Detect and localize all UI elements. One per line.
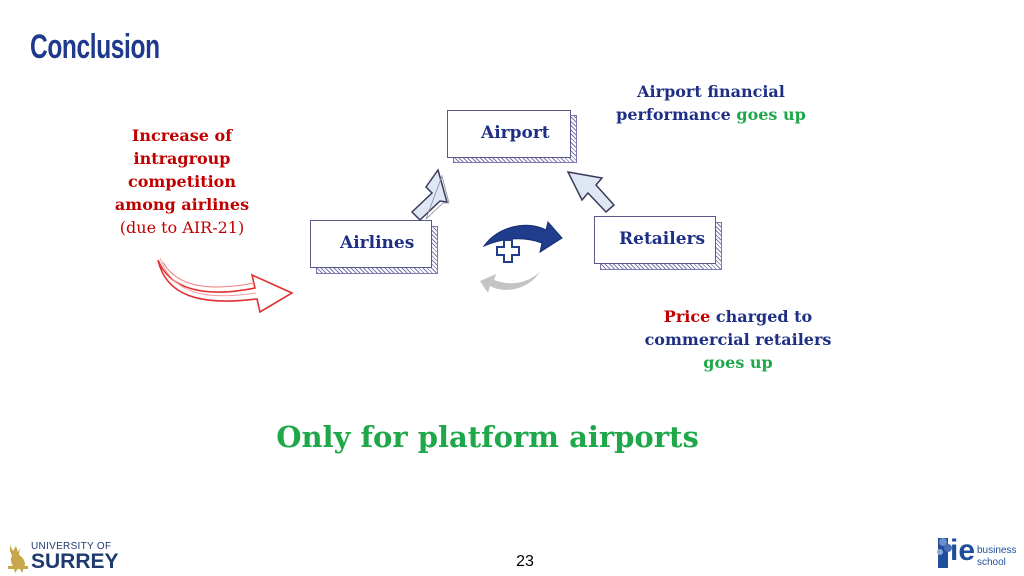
arrow-retailers-to-airport-icon [566, 171, 616, 214]
surrey-logo: UNIVERSITY OF SURREY [31, 541, 119, 572]
ie-logo-mark: ie [950, 534, 976, 567]
retailers-box: Retailers [594, 216, 716, 264]
airlines-box-label: Airlines [340, 233, 415, 253]
top-note-line2: performance goes up [596, 103, 826, 126]
bottom-note-line2: commercial retailers [644, 330, 832, 349]
surrey-stag-icon [8, 545, 28, 573]
arrow-airlines-to-airport-icon [410, 168, 450, 222]
bottom-note-price: Price [663, 307, 711, 326]
bottom-note-line3: goes up [703, 353, 773, 372]
airport-box-label: Airport [481, 123, 550, 143]
left-note-line: intragroup [133, 149, 231, 168]
retail-price-note: Price charged to commercial retailers go… [620, 305, 856, 374]
airport-performance-note: Airport financial performance goes up [596, 80, 826, 126]
conclusion-statement: Only for platform airports [276, 420, 699, 454]
ie-logo-line2: school [977, 557, 1006, 568]
left-note-line: among airlines [114, 195, 250, 214]
top-note-highlight: goes up [736, 105, 806, 124]
airport-box: Airport [447, 110, 571, 158]
page-title: Conclusion [30, 28, 160, 66]
left-note: Increase of intragroup competition among… [100, 124, 264, 239]
airlines-box: Airlines [310, 220, 432, 268]
bottom-note-rest: charged to [715, 307, 813, 326]
surrey-logo-line1: UNIVERSITY OF [31, 541, 112, 552]
page-number: 23 [516, 553, 534, 570]
ie-logo-line1: business [977, 545, 1017, 556]
left-note-line: Increase of [131, 126, 233, 145]
left-note-sub: (due to AIR-21) [119, 218, 245, 237]
cycle-icon [480, 220, 563, 293]
left-note-line: competition [128, 172, 236, 191]
top-note-line1: Airport financial [637, 82, 785, 101]
bottom-note-line1: Price charged to [620, 305, 856, 328]
red-curved-arrow-icon [157, 257, 294, 314]
ie-logo-icon [937, 538, 952, 568]
top-note-prefix: performance [616, 105, 731, 124]
retailers-box-label: Retailers [619, 229, 706, 249]
surrey-logo-line2: SURREY [31, 550, 119, 573]
